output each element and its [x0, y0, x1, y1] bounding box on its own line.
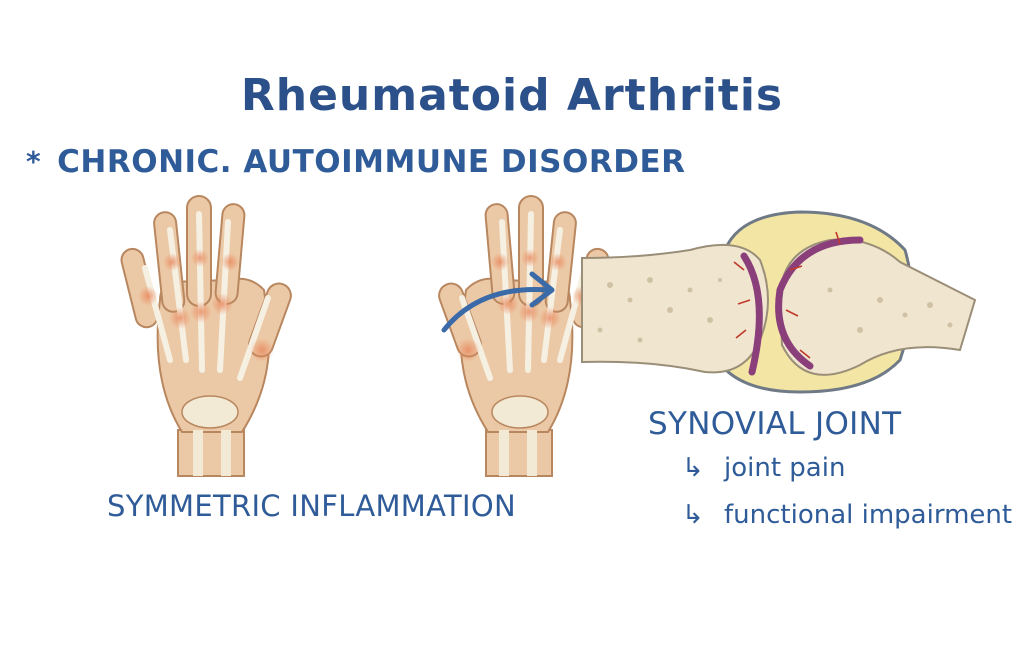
hook-arrow-icon: ↳	[682, 500, 704, 530]
hook-arrow-icon: ↳	[682, 453, 704, 483]
asterisk-bullet: *	[26, 145, 42, 178]
synovial-joint-diagram	[581, 210, 977, 394]
symptom-item: ↳ joint pain	[682, 453, 845, 483]
symptom-item: ↳ functional impairment	[682, 500, 1012, 530]
symptom-text: joint pain	[724, 453, 846, 483]
subtitle: * CHRONIC. AUTOIMMUNE DISORDER	[26, 144, 686, 180]
hands-label: SYMMETRIC INFLAMMATION	[107, 489, 516, 523]
page-title: Rheumatoid Arthritis	[240, 70, 784, 121]
left-hand	[120, 195, 292, 477]
symptom-text: functional impairment	[724, 500, 1013, 530]
subtitle-text: CHRONIC. AUTOIMMUNE DISORDER	[57, 144, 686, 180]
joint-label: SYNOVIAL JOINT	[648, 406, 902, 442]
curved-arrow-icon	[441, 271, 555, 333]
